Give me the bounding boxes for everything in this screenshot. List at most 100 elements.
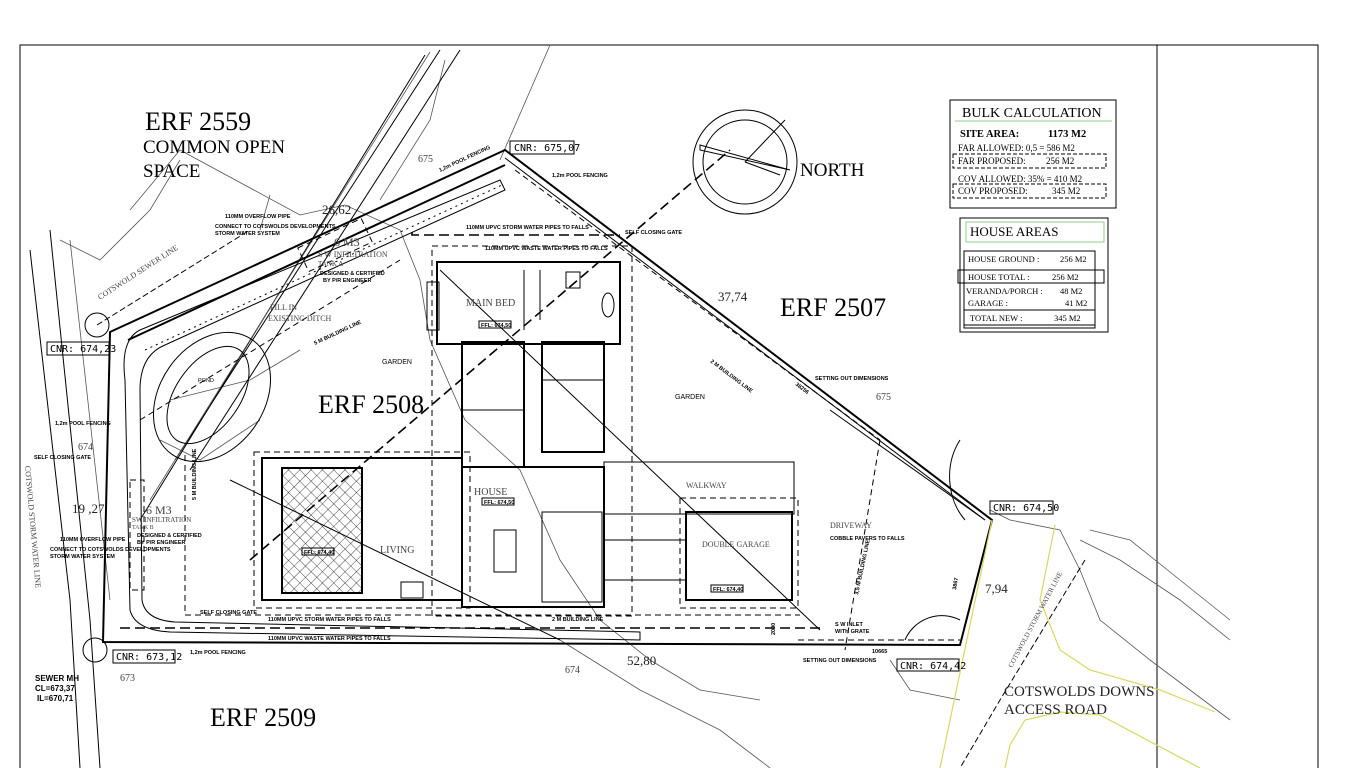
note: 1,2m POOL FENCING xyxy=(552,173,608,179)
room-label: MAIN BED xyxy=(466,298,515,309)
room-label: FILL IN xyxy=(270,303,297,312)
area-row-value: 48 M2 xyxy=(1060,286,1082,296)
note: 2 M BUILDING LINE xyxy=(552,617,604,623)
note: CONNECT TO COTSWOLDS DEVELOPMENTS xyxy=(215,224,336,230)
house-footprint xyxy=(253,245,799,617)
note: 5 M BUILDING LINE xyxy=(192,448,198,500)
far-proposed-value: 256 M2 xyxy=(1046,156,1074,166)
contour-label: 674 xyxy=(565,665,580,676)
corner-label: CNR: 675,07 xyxy=(514,143,580,154)
note: DESIGNED & CERTIFIED xyxy=(137,533,202,539)
dimension-label: 52,80 xyxy=(627,653,656,668)
dimension-label: 19 ,27 xyxy=(72,501,105,516)
room-label: 6 M3 xyxy=(334,235,360,249)
note: 110MM OVERFLOW PIPE xyxy=(225,214,291,220)
corner-label: CNR: 674,23 xyxy=(50,344,116,355)
room-label: POND xyxy=(198,378,214,384)
sewer-line xyxy=(96,229,251,326)
far-allowed: FAR ALLOWED: 0,5 = 586 M2 xyxy=(958,143,1075,153)
note: BY P/R ENGINEER xyxy=(137,540,186,546)
room-label: GARDEN xyxy=(675,394,705,401)
cov-proposed-label: COV PROPOSED: xyxy=(958,186,1028,196)
access-road-edges xyxy=(939,519,1216,768)
note: 110MM OVERFLOW PIPE xyxy=(60,537,126,543)
room-label: HOUSE xyxy=(474,487,507,498)
note: 1,2m POOL FENCING xyxy=(55,421,111,427)
room-label: SW INFILTRATION xyxy=(132,516,191,524)
note: 110MM UPVC STORM WATER PIPES TO FALLS xyxy=(466,225,589,231)
common-open-label: COMMON OPEN xyxy=(143,137,285,158)
note: 5 M BUILDING LINE xyxy=(313,320,362,347)
corner-label: CNR: 673,12 xyxy=(116,652,182,663)
infiltration-tank-a xyxy=(297,217,373,273)
area-row-label: TOTAL NEW : xyxy=(970,313,1023,323)
note: SELF CLOSING GATE xyxy=(34,455,91,461)
dimension-label: 7,94 xyxy=(985,581,1008,596)
note: S W INLET xyxy=(835,622,863,628)
note: CL=673,37 xyxy=(35,684,75,693)
ffl-label: FFL: 674,40 xyxy=(713,587,743,593)
infiltration-tank-b xyxy=(129,479,145,591)
note: 110MM UPVC WASTE WATER PIPES TO FALLS xyxy=(485,246,608,252)
note: 2000 xyxy=(771,623,777,635)
erf-2509-label: ERF 2509 xyxy=(210,703,316,732)
note: 10665 xyxy=(872,649,887,655)
erf-2559-label: ERF 2559 xyxy=(145,107,251,136)
room-label: GARDEN xyxy=(382,359,412,366)
note: SELF CLOSING GATE xyxy=(200,610,257,616)
room-label: LIVING xyxy=(380,545,414,556)
contour-label: 675 xyxy=(876,392,891,403)
dimension-label: 26,62 xyxy=(322,202,351,217)
site-area-value: 1173 M2 xyxy=(1048,129,1086,140)
room-label: TANK B xyxy=(132,525,154,531)
site-area-label: SITE AREA: xyxy=(960,129,1019,140)
bulk-calculation-table: BULK CALCULATION SITE AREA: 1173 M2 FAR … xyxy=(949,99,1117,209)
site-boundary xyxy=(101,148,994,647)
note: SETTING OUT DIMENSIONS xyxy=(803,658,877,664)
note: SEWER MH xyxy=(35,674,79,683)
note: 3867 xyxy=(952,577,960,590)
room-label: TANK A xyxy=(318,260,343,268)
storm-water-line-right xyxy=(959,559,1086,768)
house-areas-title: HOUSE AREAS xyxy=(970,224,1059,239)
contour-label: 675 xyxy=(418,154,433,165)
drawing-notes: 1,2m POOL FENCING 1,2m POOL FENCING 1,2m… xyxy=(23,145,1064,703)
ffl-label: FFL: 674,50 xyxy=(484,500,514,506)
note: COTSWOLD STORM WATER LINE xyxy=(23,465,43,588)
corner-labels: CNR: 675,07 CNR: 674,23 CNR: 674,50 CNR:… xyxy=(46,140,1059,672)
note: IL=670,71 xyxy=(37,694,74,703)
pond xyxy=(152,331,272,463)
note: COBBLE PAVERS TO FALLS xyxy=(830,536,905,542)
sheet-border xyxy=(19,44,1319,768)
far-proposed-label: FAR PROPOSED: xyxy=(958,156,1026,166)
sewer-manhole-bottom xyxy=(82,637,108,663)
bulk-calculation-title: BULK CALCULATION xyxy=(962,106,1102,121)
cov-allowed: COV ALLOWED: 35% = 410 M2 xyxy=(958,174,1082,184)
sewer-easement xyxy=(29,49,461,768)
area-row-label: HOUSE GROUND : xyxy=(968,254,1039,264)
sewer-manhole-top xyxy=(84,312,110,338)
area-row-label: GARAGE : xyxy=(968,298,1008,308)
building-lines xyxy=(120,149,881,651)
room-label: DRIVEWAY xyxy=(830,521,872,530)
room-label: DOUBLE GARAGE xyxy=(702,540,770,549)
cov-proposed-value: 345 M2 xyxy=(1052,186,1080,196)
note: SETTING OUT DIMENSIONS xyxy=(815,376,889,382)
room-label: 6 M3 xyxy=(146,503,172,517)
note: STORM WATER SYSTEM xyxy=(50,554,115,560)
area-row-value: 256 M2 xyxy=(1060,254,1087,264)
house-areas-table: HOUSE AREAS HOUSE GROUND : 256 M2 HOUSE … xyxy=(957,217,1109,333)
note: 110MM UPVC WASTE WATER PIPES TO FALLS xyxy=(268,636,391,642)
room-label: WALKWAY xyxy=(686,481,727,490)
note: WITH GRATE xyxy=(835,629,870,635)
note: 1,2m POOL FENCING xyxy=(190,650,246,656)
ffl-label: FFL: 674,50 xyxy=(481,323,511,329)
north-label: NORTH xyxy=(800,160,865,181)
corner-label: CNR: 674,50 xyxy=(993,503,1059,514)
note: CONNECT TO COTSWOLDS DEVELOPMENTS xyxy=(50,547,171,553)
note: DESIGNED & CERTIFIED xyxy=(320,271,385,277)
note: BY P/R ENGINEER xyxy=(323,278,372,284)
corner-label: CNR: 674,42 xyxy=(900,661,966,672)
boundary-offset xyxy=(504,157,986,521)
